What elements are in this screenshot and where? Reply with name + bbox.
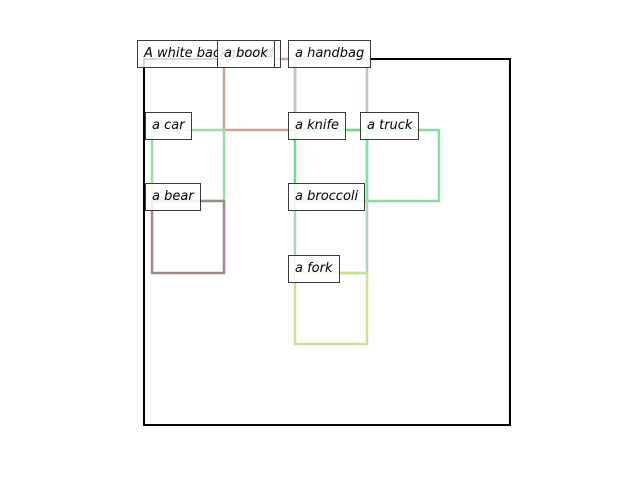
label-fork: a fork (288, 255, 340, 283)
label-car: a car (145, 112, 192, 140)
label-truck: a truck (360, 112, 420, 140)
label-handbag: a handbag (288, 40, 372, 68)
box-book (222, 57, 297, 132)
box-truck (365, 128, 441, 203)
box-fork (293, 271, 369, 346)
label-bear: a bear (145, 183, 201, 211)
label-knife: a knife (288, 112, 347, 140)
label-broccoli: a broccoli (288, 183, 366, 211)
label-book: a book (217, 40, 275, 68)
box-bear (150, 199, 226, 275)
